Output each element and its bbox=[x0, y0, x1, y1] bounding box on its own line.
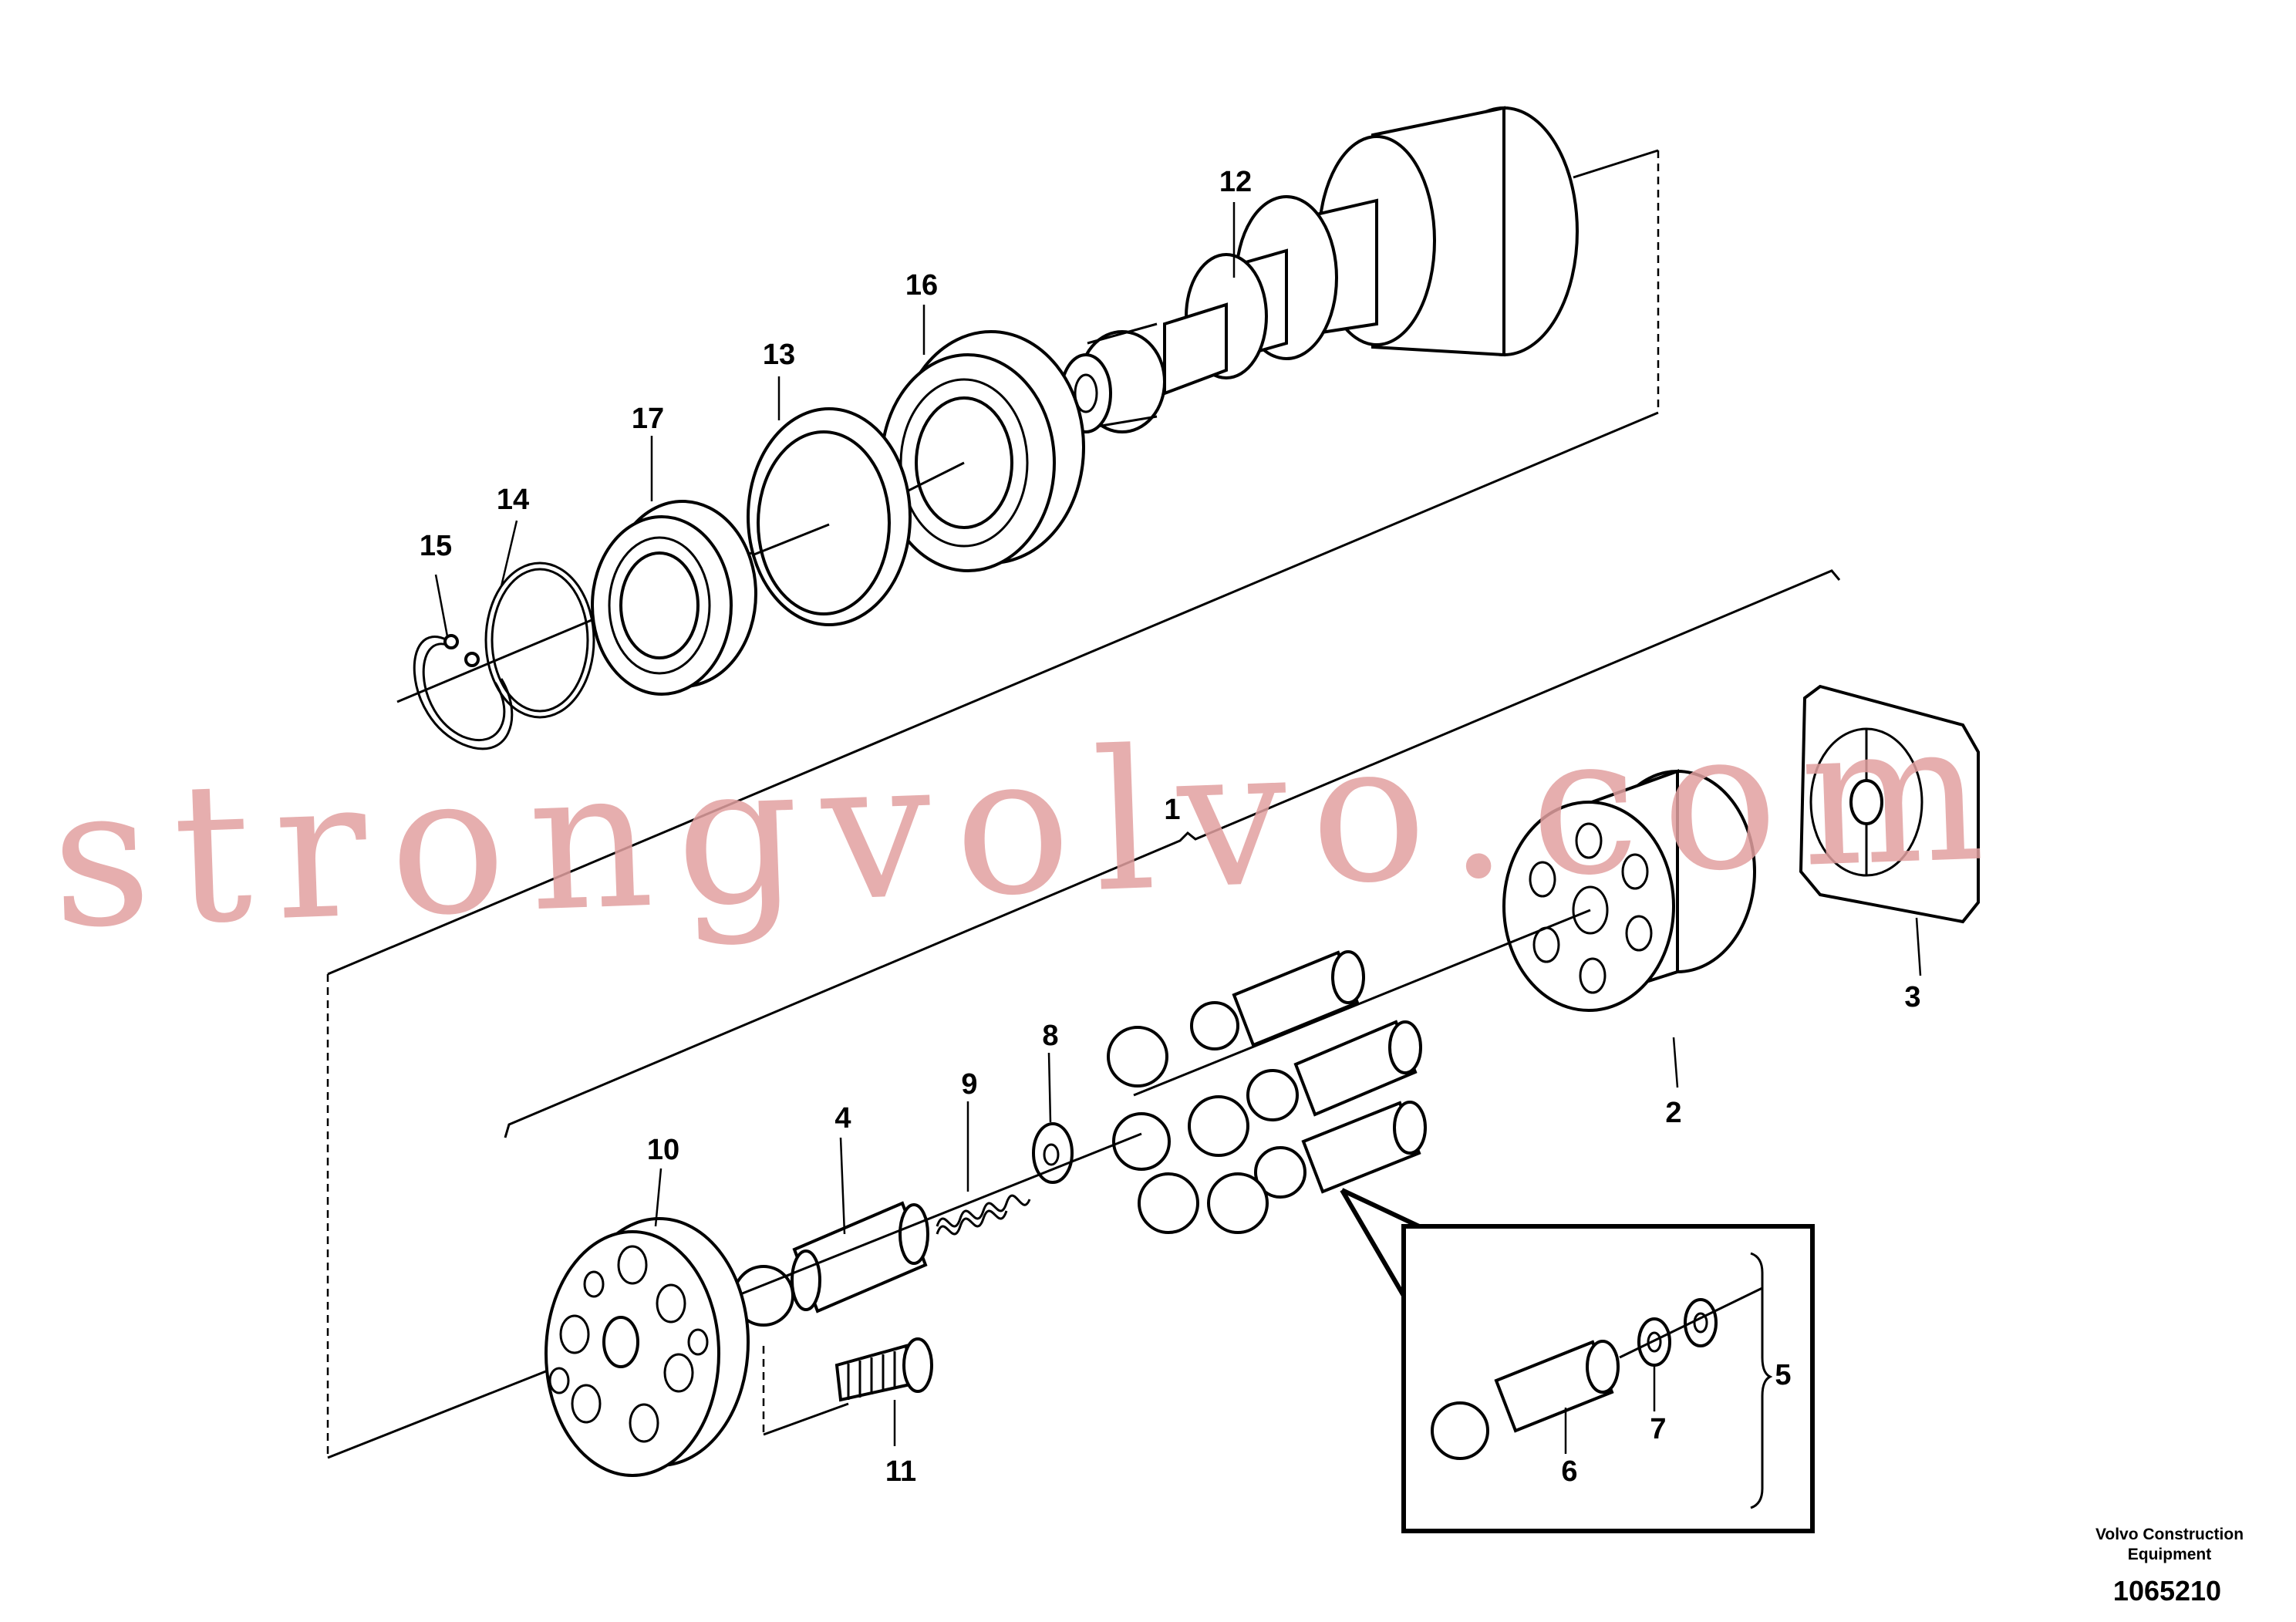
cylinder-block-part-2 bbox=[1133, 769, 1756, 1097]
label-4: 4 bbox=[834, 1102, 851, 1135]
retaining-ring-part-14 bbox=[464, 561, 595, 719]
label-9: 9 bbox=[961, 1068, 977, 1101]
snap-ring-part-15 bbox=[413, 634, 514, 750]
label-2: 2 bbox=[1665, 1097, 1681, 1129]
group-bracket-part-1 bbox=[504, 569, 1841, 1138]
center-pin-part-4 bbox=[697, 1132, 1142, 1327]
label-11: 11 bbox=[885, 1455, 916, 1488]
retainer-plate-part-10 bbox=[544, 1217, 750, 1477]
label-5: 5 bbox=[1775, 1359, 1791, 1391]
label-12: 12 bbox=[1219, 166, 1252, 198]
label-17: 17 bbox=[632, 403, 664, 435]
detail-box bbox=[1340, 1188, 1815, 1533]
label-6: 6 bbox=[1561, 1455, 1577, 1488]
valve-plate-part-3 bbox=[1799, 684, 1980, 924]
ball-bearing-part-17 bbox=[591, 500, 757, 696]
label-7: 7 bbox=[1650, 1413, 1666, 1445]
ring-part-13 bbox=[747, 407, 912, 626]
label-10: 10 bbox=[647, 1134, 679, 1166]
roller-bearing-part-16 bbox=[880, 330, 1085, 572]
spring-part-9 bbox=[936, 1194, 1031, 1236]
leader-lines bbox=[434, 202, 1922, 1454]
piston-cluster bbox=[1107, 950, 1427, 1234]
callouts: 1 2 3 4 5 6 7 8 9 10 11 12 13 14 15 16 1… bbox=[420, 166, 1921, 1488]
label-16: 16 bbox=[905, 269, 938, 302]
document-number: 1065210 bbox=[2113, 1575, 2221, 1607]
publisher-line-1: Volvo Construction bbox=[2095, 1526, 2244, 1543]
label-3: 3 bbox=[1904, 981, 1920, 1013]
label-1: 1 bbox=[1164, 794, 1180, 826]
label-8: 8 bbox=[1042, 1020, 1058, 1052]
label-14: 14 bbox=[497, 484, 529, 516]
label-13: 13 bbox=[763, 339, 795, 371]
label-15: 15 bbox=[420, 530, 452, 562]
publisher-line-2: Equipment bbox=[2128, 1546, 2212, 1563]
washer-part-8 bbox=[1032, 1122, 1074, 1184]
drive-shaft-part-12 bbox=[1060, 106, 1579, 433]
screw-part-11 bbox=[762, 1337, 933, 1436]
